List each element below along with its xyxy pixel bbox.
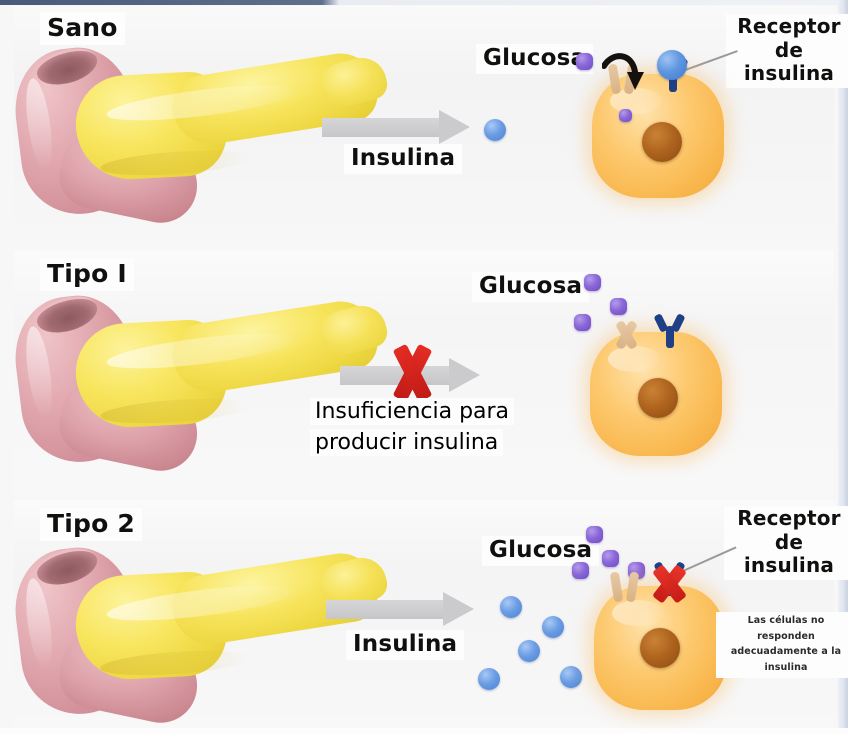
panel-title-tipo2: Tipo 2 xyxy=(40,508,142,541)
glucose-channel-closed-tipo1 xyxy=(614,319,640,351)
insulin-molecule xyxy=(542,616,564,638)
target-cell-tipo2 xyxy=(594,586,726,710)
glucose-molecule-outside xyxy=(576,53,593,70)
receptor-blocked-x-icon xyxy=(647,564,691,604)
cell-nucleus xyxy=(640,628,680,668)
glucose-entry-arrow-icon xyxy=(602,53,644,90)
arrow-head xyxy=(449,358,480,392)
receptor-label-line2: insulina xyxy=(743,553,835,578)
panel-tipo1: Tipo I Insuficiencia para produc xyxy=(8,250,834,496)
receptor-stem xyxy=(666,326,674,348)
insulin-molecule xyxy=(478,668,500,690)
insulin-label-sano: Insulina xyxy=(344,144,463,175)
cell-highlight xyxy=(608,346,660,372)
glucose-molecule-outside xyxy=(584,274,601,291)
insulin-label-tipo2: Insulina xyxy=(346,630,465,661)
insulin-arrow-sano xyxy=(322,110,470,144)
window-top-edge xyxy=(0,0,848,5)
arrow-shaft xyxy=(326,600,444,619)
insulin-receptor-tipo1 xyxy=(653,313,686,348)
glucose-label-tipo2: Glucosa xyxy=(482,536,600,567)
panel-title-sano: Sano xyxy=(40,12,125,45)
window-right-edge xyxy=(838,0,848,734)
glucose-molecule-outside xyxy=(586,526,603,543)
insulin-arrow-tipo2 xyxy=(326,592,474,626)
glucose-molecule-outside xyxy=(602,550,619,567)
panel-title-tipo1: Tipo I xyxy=(40,258,134,291)
arrow-blocked-x-icon xyxy=(384,343,440,403)
receptor-label-tipo2: Receptor de insulina xyxy=(724,506,848,580)
insulin-molecule xyxy=(560,666,582,688)
glucose-molecule-inside xyxy=(619,109,632,122)
glucose-molecule-outside xyxy=(572,562,589,579)
pancreas-illustration-tipo2 xyxy=(8,532,391,730)
receptor-label-sano: Receptor de insulina xyxy=(726,14,848,88)
insulin-molecule xyxy=(518,640,540,662)
insufficiency-label-tipo1: Insuficiencia para producir insulina xyxy=(310,398,515,456)
resistance-note-line4: insulina xyxy=(764,662,808,674)
panel-tipo2: Tipo 2 Insulina xyxy=(8,500,848,730)
resistance-note-tipo2: Las células no responden adecuadamente a… xyxy=(716,612,848,678)
arrow-head xyxy=(443,592,474,626)
target-cell-tipo1 xyxy=(590,332,722,456)
cell-highlight xyxy=(612,600,664,626)
resistance-note-line2: responden xyxy=(757,630,815,642)
resistance-note-line1: Las células no xyxy=(747,615,825,626)
insulin-molecule xyxy=(484,119,506,141)
cell-nucleus xyxy=(642,122,682,162)
target-cell-sano xyxy=(592,74,724,198)
receptor-label-line2: insulina xyxy=(743,61,835,86)
arrow-head xyxy=(439,110,470,144)
receptor-stem xyxy=(669,70,677,92)
insufficiency-line1: Insuficiencia para xyxy=(310,398,515,425)
cell-body xyxy=(594,586,726,710)
arrow-shaft xyxy=(322,118,440,137)
insufficiency-line2: producir insulina xyxy=(310,429,504,456)
glucose-molecule-outside xyxy=(610,298,627,315)
glucose-label-sano: Glucosa xyxy=(476,44,594,75)
receptor-label-line1: Receptor de xyxy=(737,14,841,62)
glucose-label-tipo1: Glucosa xyxy=(472,272,590,303)
receptor-label-line1: Receptor de xyxy=(737,506,841,554)
insulin-receptor-sano xyxy=(656,57,689,92)
window-bottom-edge xyxy=(0,728,848,734)
pancreas-illustration-sano xyxy=(8,32,391,230)
glucose-molecule-outside xyxy=(574,314,591,331)
insulin-molecule xyxy=(500,596,522,618)
panel-sano: Sano Insulina Glucos xyxy=(8,6,848,246)
resistance-note-line3: adecuadamente a la xyxy=(730,646,842,658)
glucose-channel-open-tipo2 xyxy=(609,571,640,603)
cell-nucleus xyxy=(638,378,678,418)
insulin-bound-to-receptor xyxy=(657,50,687,80)
